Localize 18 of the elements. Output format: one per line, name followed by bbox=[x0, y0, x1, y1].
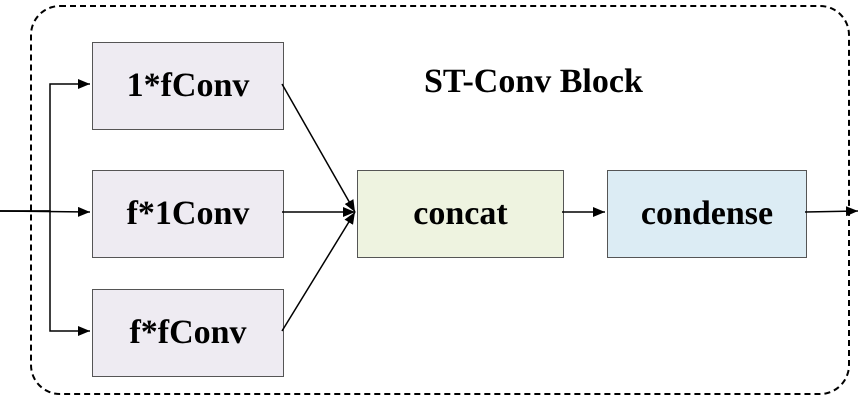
dashed-block-frame bbox=[30, 5, 850, 395]
process-box bbox=[92, 289, 284, 377]
arrow bbox=[281, 212, 356, 332]
box-label: condense bbox=[640, 197, 774, 231]
box-label: 1*fConv bbox=[126, 69, 250, 103]
process-box bbox=[92, 42, 284, 130]
block-title: ST-Conv Block bbox=[424, 65, 643, 99]
arrow bbox=[281, 84, 356, 212]
process-box bbox=[92, 170, 284, 258]
arrow bbox=[282, 207, 355, 217]
arrow bbox=[0, 210, 90, 336]
process-box bbox=[357, 170, 564, 258]
box-label: f*1Conv bbox=[126, 197, 250, 231]
box-label: f*fConv bbox=[129, 316, 247, 350]
process-box bbox=[607, 170, 807, 258]
arrow bbox=[562, 207, 605, 217]
arrow bbox=[804, 206, 858, 216]
box-label: concat bbox=[413, 197, 508, 231]
